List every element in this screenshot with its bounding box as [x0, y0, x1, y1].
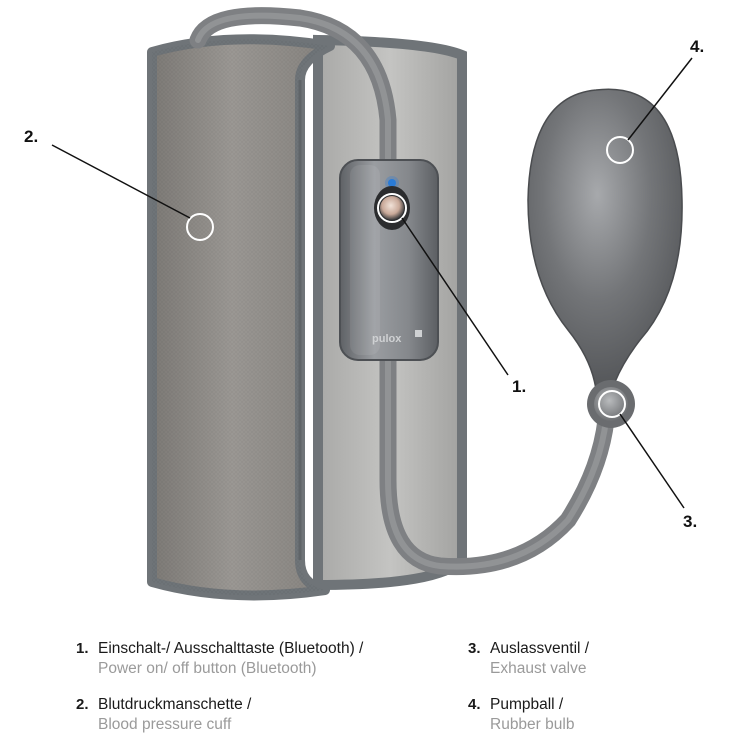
- callout-marker-1: [377, 193, 407, 223]
- legend-number: 2.: [76, 696, 89, 713]
- callout-4: 4.: [690, 37, 704, 56]
- leader-line-2: [51, 144, 191, 219]
- rubber-bulb: [527, 88, 683, 391]
- legend-label-german: Blutdruckmanschette /: [98, 696, 252, 713]
- control-module: pulox: [339, 159, 439, 361]
- legend-label-german: Einschalt-/ Ausschalttaste (Bluetooth) /: [98, 640, 364, 657]
- legend-label-english: Rubber bulb: [490, 716, 575, 733]
- legend-label-english: Blood pressure cuff: [98, 716, 232, 733]
- legend-label-german: Auslassventil /: [490, 640, 590, 657]
- legend-label-german: Pumpball /: [490, 696, 564, 713]
- callout-1: 1.: [512, 377, 526, 396]
- callout-marker-4: [606, 136, 634, 164]
- leader-line-1: [401, 217, 509, 376]
- legend-number: 1.: [76, 640, 89, 657]
- callout-2: 2.: [24, 127, 38, 146]
- power-button[interactable]: [380, 196, 404, 220]
- exhaust-valve: [587, 380, 635, 428]
- leader-line-3: [619, 413, 685, 509]
- brand-label: pulox: [372, 333, 402, 345]
- bluetooth-led-icon: [388, 179, 396, 187]
- legend-label-english: Power on/ off button (Bluetooth): [98, 660, 317, 677]
- legend-number: 4.: [468, 696, 481, 713]
- callout-marker-3: [598, 390, 626, 418]
- air-tube: [189, 7, 615, 576]
- legend-label-english: Exhaust valve: [490, 660, 587, 677]
- legend-number: 3.: [468, 640, 481, 657]
- callout-3: 3.: [683, 512, 697, 531]
- callout-marker-2: [186, 213, 214, 241]
- leader-line-4: [627, 57, 693, 141]
